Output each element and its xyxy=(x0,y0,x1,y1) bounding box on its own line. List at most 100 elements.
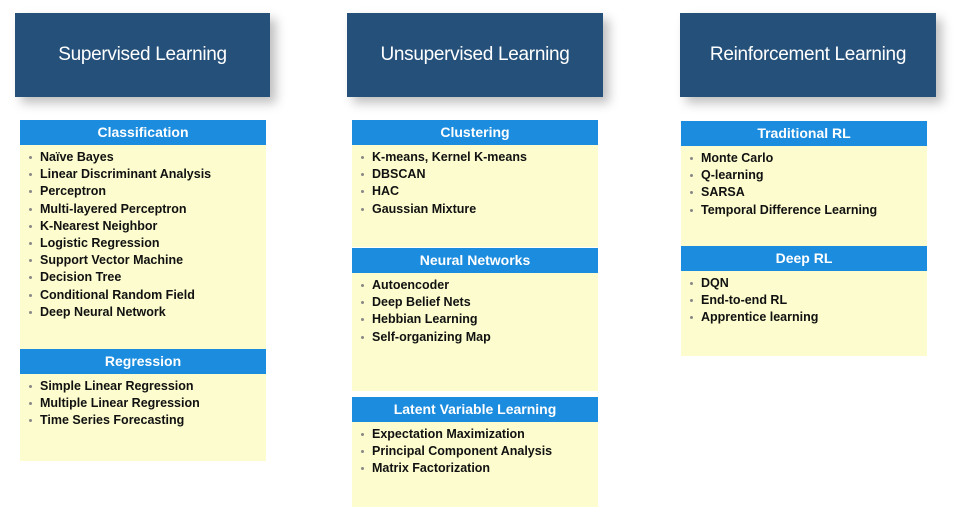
list-item: End-to-end RL xyxy=(690,292,927,309)
list-item-label: Perceptron xyxy=(40,184,106,199)
list-item: SARSA xyxy=(690,184,927,201)
list-item: Expectation Maximization xyxy=(361,426,598,443)
list-item-label: Logistic Regression xyxy=(40,235,160,250)
bullet-icon xyxy=(29,276,32,280)
bullet-icon xyxy=(361,467,364,471)
list-item-label: DBSCAN xyxy=(372,167,426,182)
header-reinforcement-learning: Reinforcement Learning xyxy=(680,13,936,97)
list-item: Decision Tree xyxy=(29,269,266,286)
list-item-label: Linear Discriminant Analysis xyxy=(40,167,212,182)
card-title: Deep RL xyxy=(681,246,927,271)
bullet-icon xyxy=(361,190,364,194)
list-item-label: Multi-layered Perceptron xyxy=(40,201,187,216)
card-title: Latent Variable Learning xyxy=(352,397,598,422)
card-deep-rl: Deep RL DQN End-to-end RL Apprentice learn… xyxy=(681,246,927,356)
list-item-label: Simple Linear Regression xyxy=(40,379,194,393)
card-title: Regression xyxy=(20,349,266,374)
list-item-label: K-Nearest Neighbor xyxy=(40,218,158,233)
bullet-icon xyxy=(29,385,32,389)
list-item: Hebbian Learning xyxy=(361,311,598,328)
list-item: Perceptron xyxy=(29,183,266,200)
list-item: K-Nearest Neighbor xyxy=(29,218,266,235)
list-item-label: Q-learning xyxy=(701,168,764,183)
list-item-label: Support Vector Machine xyxy=(40,253,184,268)
bullet-icon xyxy=(29,224,32,228)
bullet-icon xyxy=(690,316,693,320)
list-item: Support Vector Machine xyxy=(29,252,266,269)
item-list: DQN End-to-end RL Apprentice learning xyxy=(681,275,927,327)
list-item: Logistic Regression xyxy=(29,235,266,252)
bullet-icon xyxy=(29,156,32,160)
list-item-label: End-to-end RL xyxy=(701,293,788,308)
bullet-icon xyxy=(361,450,364,454)
list-item: Autoencoder xyxy=(361,277,598,294)
list-item: DBSCAN xyxy=(361,166,598,183)
bullet-icon xyxy=(361,433,364,437)
list-item-label: SARSA xyxy=(701,185,745,200)
list-item: Matrix Factorization xyxy=(361,460,598,477)
list-item: Q-learning xyxy=(690,167,927,184)
list-item: Conditional Random Field xyxy=(29,287,266,304)
list-item-label: Decision Tree xyxy=(40,270,122,285)
list-item: Multi-layered Perceptron xyxy=(29,201,266,218)
bullet-icon xyxy=(361,301,364,305)
list-item-label: Principal Component Analysis xyxy=(372,444,553,459)
card-title: Traditional RL xyxy=(681,121,927,146)
list-item-label: HAC xyxy=(372,184,400,199)
list-item-label: Naïve Bayes xyxy=(40,150,114,164)
bullet-icon xyxy=(690,174,693,178)
header-label: Unsupervised Learning xyxy=(380,44,570,65)
bullet-icon xyxy=(29,419,32,423)
list-item: Simple Linear Regression xyxy=(29,378,266,395)
card-latent-variable-learning: Latent Variable Learning Expectation Max… xyxy=(352,397,598,507)
list-item: Apprentice learning xyxy=(690,309,927,326)
list-item-label: Monte Carlo xyxy=(701,151,774,165)
list-item: Self-organizing Map xyxy=(361,329,598,346)
bullet-icon xyxy=(361,207,364,211)
list-item-label: Gaussian Mixture xyxy=(372,201,477,216)
card-body: DQN End-to-end RL Apprentice learning xyxy=(681,271,927,356)
list-item-label: K-means, Kernel K-means xyxy=(372,150,527,164)
card-title: Clustering xyxy=(352,120,598,145)
list-item-label: Autoencoder xyxy=(372,278,450,292)
list-item: DQN xyxy=(690,275,927,292)
bullet-icon xyxy=(29,310,32,314)
list-item-label: DQN xyxy=(701,276,729,290)
list-item-label: Hebbian Learning xyxy=(372,312,478,327)
header-unsupervised-learning: Unsupervised Learning xyxy=(347,13,603,97)
list-item: K-means, Kernel K-means xyxy=(361,149,598,166)
list-item-label: Matrix Factorization xyxy=(372,461,491,476)
header-supervised-learning: Supervised Learning xyxy=(15,13,270,97)
list-item: Naïve Bayes xyxy=(29,149,266,166)
bullet-icon xyxy=(361,335,364,339)
list-item: Monte Carlo xyxy=(690,150,927,167)
header-label: Reinforcement Learning xyxy=(709,44,907,65)
list-item-label: Deep Neural Network xyxy=(40,304,166,319)
list-item: Deep Belief Nets xyxy=(361,294,598,311)
list-item: Deep Neural Network xyxy=(29,304,266,321)
list-item-label: Self-organizing Map xyxy=(372,329,491,344)
list-item: HAC xyxy=(361,183,598,200)
list-item-label: Temporal Difference Learning xyxy=(701,202,878,217)
bullet-icon xyxy=(361,173,364,177)
list-item: Multiple Linear Regression xyxy=(29,395,266,412)
list-item: Gaussian Mixture xyxy=(361,201,598,218)
bullet-icon xyxy=(29,293,32,297)
bullet-icon xyxy=(361,284,364,288)
bullet-icon xyxy=(29,259,32,263)
list-item-label: Expectation Maximization xyxy=(372,427,525,441)
bullet-icon xyxy=(690,208,693,212)
bullet-icon xyxy=(29,173,32,177)
bullet-icon xyxy=(690,299,693,303)
list-item-label: Apprentice learning xyxy=(701,310,819,325)
